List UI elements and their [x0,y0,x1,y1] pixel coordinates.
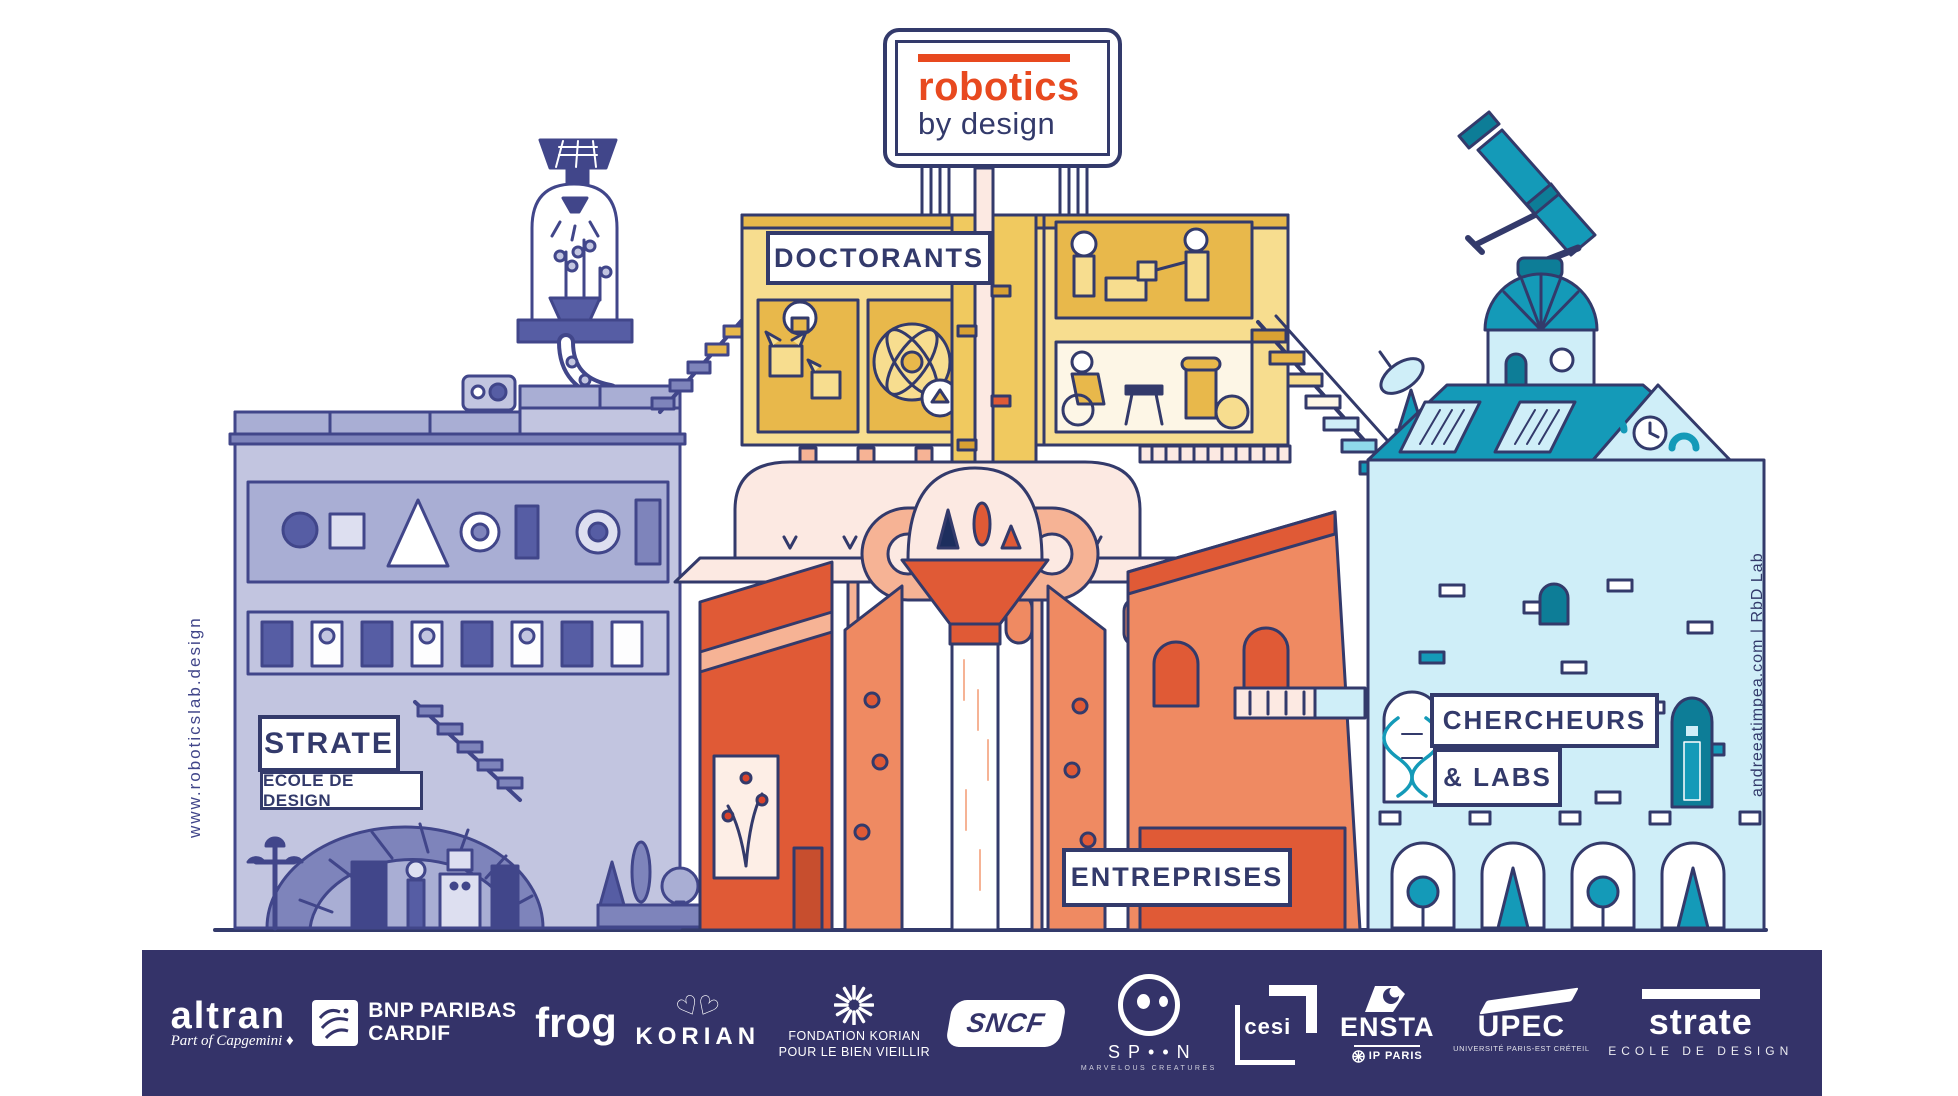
logo-bnp-paribas-cardif: BNP PARIBAS CARDIF [312,1000,516,1046]
greenhouse-dome [516,138,634,401]
korian-wordmark: KORIAN [635,1023,761,1050]
logo-upec: UPEC UNIVERSITÉ PARIS-EST CRÉTEIL [1453,987,1590,1053]
artist-credit: andreeatimpea.com | RbD Lab [1749,552,1766,797]
logo-sncf: SNCF [944,999,1067,1047]
cesi-bracket-icon: cesi [1235,981,1321,1065]
logo-strate: strate ECOLE DE DESIGN [1608,988,1794,1058]
altran-wordmark: altran [170,994,287,1037]
room-robot-dog [1054,220,1254,320]
logo-cesi: cesi [1235,981,1321,1065]
telescope [1457,110,1597,266]
strate-wordmark: strate [1648,1000,1753,1042]
doctorants-building [740,163,1414,584]
city-illustration [213,110,1768,932]
chercheurs-label: CHERCHEURS [1430,693,1659,748]
robotics-by-design-sign: robotics by design [883,28,1122,168]
spoon-tagline: MARVELOUS CREATURES [1080,1065,1217,1072]
ensta-wordmark: ENSTA [1339,1011,1435,1042]
planter [596,840,706,929]
machinery-row [246,480,670,584]
room-atom [866,298,960,434]
logo-ensta: ENSTA IP PARIS [1340,984,1435,1063]
logo-fondation-korian: FONDATION KORIAN POUR LE BIEN VIEILLIR [779,985,931,1060]
room-wheelchair [1054,340,1254,434]
bnp-wordmark: BNP PARIBAS [368,999,517,1023]
strate-bar-icon [1641,988,1760,999]
sign-title-line1: robotics [918,65,1080,110]
doctorants-label: DOCTORANTS [766,231,992,285]
chercheurs-building [1366,110,1766,932]
room-robocats [756,298,860,434]
red-tower [698,560,834,932]
fondation-line2: POUR LE BIEN VIEILLIR [778,1045,931,1059]
street-lamp [246,836,304,931]
strate-sublabel: ECOLE DE DESIGN [260,771,423,810]
spoon-eye-left [1136,994,1150,1009]
ip-paris-star-icon [1351,1049,1365,1063]
cesi-corner-thick [1269,985,1318,1033]
sign-red-bar [918,54,1070,63]
sponsor-footer: altran Part of Capgemini ♦ BNP PARIBAS C… [142,950,1822,1096]
upec-wordmark: UPEC [1477,1009,1566,1043]
sncf-wordmark: SNCF [964,1007,1047,1038]
sncf-badge: SNCF [944,999,1067,1047]
logo-spoon: SP••N MARVELOUS CREATURES [1081,974,1217,1072]
upec-tagline: UNIVERSITÉ PARIS-EST CRÉTEIL [1453,1043,1590,1053]
bnp-text: BNP PARIBAS CARDIF [368,1000,516,1045]
sign-title-line2: by design [918,106,1056,142]
sign-posts [920,163,1089,219]
spoon-wordmark: SP••N [1108,1042,1198,1062]
labs-label: & LABS [1433,748,1562,807]
frog-wordmark: frog [535,999,617,1046]
strate-label: STRATE [258,715,400,772]
fondation-text: FONDATION KORIAN POUR LE BIEN VIEILLIR [779,1029,931,1060]
altran-capgemini-tagline: Part of Capgemini ♦ [170,1032,294,1049]
cesi-corner-thin [1235,1005,1296,1065]
ip-paris-label: IP PARIS [1368,1050,1423,1062]
entrance-arch [265,822,545,930]
sign-inner: robotics by design [895,40,1110,156]
fondation-line1: FONDATION KORIAN [788,1029,921,1044]
interior-stairs [413,700,524,802]
ensta-flag-icon [1365,985,1406,1012]
website-credit: www.roboticslab.design [185,616,204,838]
entreprises-label: ENTREPRISES [1062,848,1292,907]
teal-roof [1366,383,1732,462]
cesi-wordmark: cesi [1244,1014,1292,1039]
spoon-eye-right [1158,996,1168,1007]
cardif-wordmark: CARDIF [368,1022,451,1045]
strate-tagline: ECOLE DE DESIGN [1608,1043,1794,1058]
bnp-birds-icon [312,1000,359,1046]
window-row [246,610,670,676]
fondation-sunburst-icon [834,985,875,1026]
logo-altran: altran Part of Capgemini ♦ [171,997,294,1050]
ensta-divider [1354,1044,1421,1047]
korian-butterfly-icon: ♡ ♡ [671,988,724,1025]
spoon-face-icon [1117,974,1180,1036]
ensta-ip-paris: IP PARIS [1351,1049,1423,1063]
funnel-waterfall [843,466,1107,932]
logo-korian: ♡ ♡ KORIAN [635,988,761,1051]
logo-frog: frog [535,1002,617,1044]
observatory-tower [1483,256,1599,388]
